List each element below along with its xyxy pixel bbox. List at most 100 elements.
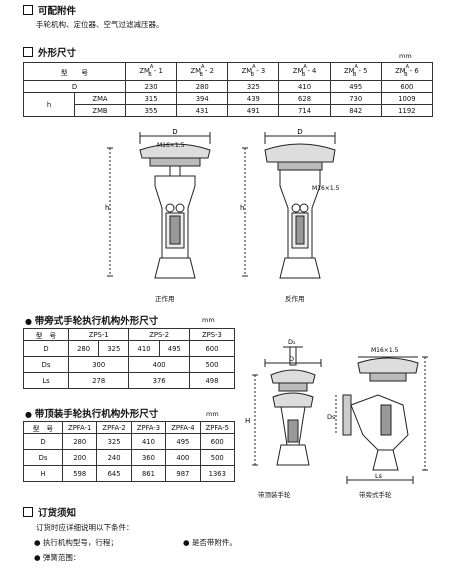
model-header: 型 号 xyxy=(23,62,126,81)
table-header-row: 型 号 ZPFA-1 ZPFA-2 ZPFA-3 ZPFA-4 ZPFA-5 xyxy=(23,421,236,434)
row-label: D xyxy=(23,433,63,450)
table-row: H 598 645 861 987 1363 xyxy=(23,465,236,482)
ordering-item-1: ● 执行机构型号，行程； xyxy=(34,537,118,548)
cell: 498 xyxy=(188,372,236,389)
cell: 376 xyxy=(128,372,190,389)
col-header: ZPFA-3 xyxy=(130,421,167,434)
cell: 600 xyxy=(199,433,236,450)
cell: 280 xyxy=(67,340,100,357)
cell: 280 xyxy=(176,80,229,93)
side-handwheel-title: ● 带旁式手轮执行机构外形尺寸 xyxy=(25,313,158,327)
cell: 714 xyxy=(278,104,331,117)
cell: 495 xyxy=(165,433,201,450)
row-sublabel: ZMB xyxy=(74,104,126,117)
cell: 439 xyxy=(227,92,280,105)
actuator-drawings: D D h h M16×1.5 M16×1.5 xyxy=(105,128,340,279)
col-header: ZMAB - 1 xyxy=(124,62,178,81)
side-handwheel-heading: 带旁式手轮执行机构外形尺寸 xyxy=(34,316,159,327)
row-label: Ls xyxy=(23,372,69,389)
dim-ds: Ds xyxy=(327,413,336,421)
unit-label-3: mm xyxy=(206,410,219,418)
table-header-row: 型 号 ZMAB - 1 ZMAB - 2 ZMAB - 3 ZMAB - 4 … xyxy=(23,62,434,81)
cell: 1192 xyxy=(380,104,434,117)
col-header: ZMAB - 4 xyxy=(278,62,331,81)
ordering-item-2-text: 是否带附件。 xyxy=(191,538,237,547)
col-header: ZMAB - 5 xyxy=(329,62,382,81)
cell: 431 xyxy=(176,104,229,117)
dim-dz: D₂ xyxy=(288,338,296,346)
table-row: D 280 325 410 495 600 xyxy=(23,340,236,357)
table-row: Ls 278 376 498 xyxy=(23,372,236,389)
cell: 600 xyxy=(380,80,434,93)
table-row: Ds 300 400 500 xyxy=(23,356,236,373)
bullet-icon: ● xyxy=(183,538,192,547)
ordering-heading: 订货须知 xyxy=(38,508,77,519)
bullet-icon: ● xyxy=(25,317,35,326)
col-header: ZPS-1 xyxy=(67,328,130,341)
thread-label: M16×1.5 xyxy=(371,347,399,354)
col-header: ZPS-3 xyxy=(188,328,236,341)
cell: 325 xyxy=(227,80,280,93)
caption-reverse: 反作用 xyxy=(285,295,305,303)
col-header: ZMAB - 3 xyxy=(227,62,280,81)
thread-label-right: M16×1.5 xyxy=(312,185,340,192)
table-header-row: 型 号 ZPS-1 ZPS-2 ZPS-3 xyxy=(23,328,236,341)
cell: 355 xyxy=(124,104,178,117)
row-sublabel: ZMA xyxy=(74,92,126,105)
cell: 200 xyxy=(61,449,98,466)
dim-h-right: h xyxy=(240,204,244,212)
bullet-icon: ● xyxy=(34,538,43,547)
dim-h-left: h xyxy=(105,204,109,212)
unit-label-2: mm xyxy=(202,316,215,324)
top-handwheel-table: 型 号 ZPFA-1 ZPFA-2 ZPFA-3 ZPFA-4 ZPFA-5 D… xyxy=(23,421,236,482)
checkbox-square-icon xyxy=(23,5,33,15)
cell: 861 xyxy=(130,465,167,482)
cell: 1009 xyxy=(380,92,434,105)
col-header: ZPS-2 xyxy=(128,328,190,341)
checkbox-square-icon xyxy=(23,507,33,517)
section-accessories-title: 可配附件 xyxy=(23,3,76,17)
dimensions-heading: 外形尺寸 xyxy=(38,48,77,59)
col-header: ZMAB - 6 xyxy=(380,62,434,81)
caption-side-handwheel: 带旁式手轮 xyxy=(359,491,392,499)
bullet-icon: ● xyxy=(25,410,35,419)
dim-ls: Ls xyxy=(375,472,383,480)
caption-top-handwheel: 带顶装手轮 xyxy=(258,491,291,499)
cell: 500 xyxy=(188,356,236,373)
unit-label: mm xyxy=(399,52,412,60)
cell: 491 xyxy=(227,104,280,117)
col-header: ZMAB - 2 xyxy=(176,62,229,81)
cell: 394 xyxy=(176,92,229,105)
table-row: ZMB 355 431 491 714 842 1192 xyxy=(24,104,434,117)
row-label: H xyxy=(23,465,63,482)
accessories-text: 手轮机构、定位器、空气过滤减压器。 xyxy=(36,20,164,29)
cell: 360 xyxy=(130,449,167,466)
caption-direct: 正作用 xyxy=(155,295,175,303)
accessories-heading: 可配附件 xyxy=(38,6,77,17)
row-label: Ds xyxy=(23,356,69,373)
col-header: ZPFA-2 xyxy=(96,421,132,434)
dim-d-left: D xyxy=(172,128,177,136)
table-row: D 280 325 410 495 600 xyxy=(23,433,236,450)
row-label: D xyxy=(23,80,126,93)
cell: 325 xyxy=(96,433,132,450)
ordering-intro: 订货时应详细说明以下条件： xyxy=(36,523,134,532)
cell: 730 xyxy=(329,92,382,105)
top-handwheel-title: ● 带顶装手轮执行机构外形尺寸 xyxy=(25,406,158,420)
model-header: 型 号 xyxy=(23,421,63,434)
ordering-item-3-text: 弹簧范围： xyxy=(42,553,81,562)
row-label: D xyxy=(23,340,69,357)
bullet-icon: ● xyxy=(34,553,43,562)
cell: 410 xyxy=(278,80,331,93)
col-header: ZPFA-5 xyxy=(199,421,236,434)
cell: 495 xyxy=(329,80,382,93)
ordering-item-2: ● 是否带附件。 xyxy=(183,537,237,548)
cell: 230 xyxy=(124,80,178,93)
cell: 842 xyxy=(329,104,382,117)
dim-d-top: D xyxy=(289,355,294,363)
cell: 240 xyxy=(96,449,132,466)
ordering-item-1-text: 执行机构型号，行程； xyxy=(42,538,118,547)
top-handwheel-heading: 带顶装手轮执行机构外形尺寸 xyxy=(34,409,159,420)
table-row: h ZMA 315 394 439 628 730 1009 xyxy=(23,92,434,117)
dim-H: H xyxy=(245,417,250,425)
